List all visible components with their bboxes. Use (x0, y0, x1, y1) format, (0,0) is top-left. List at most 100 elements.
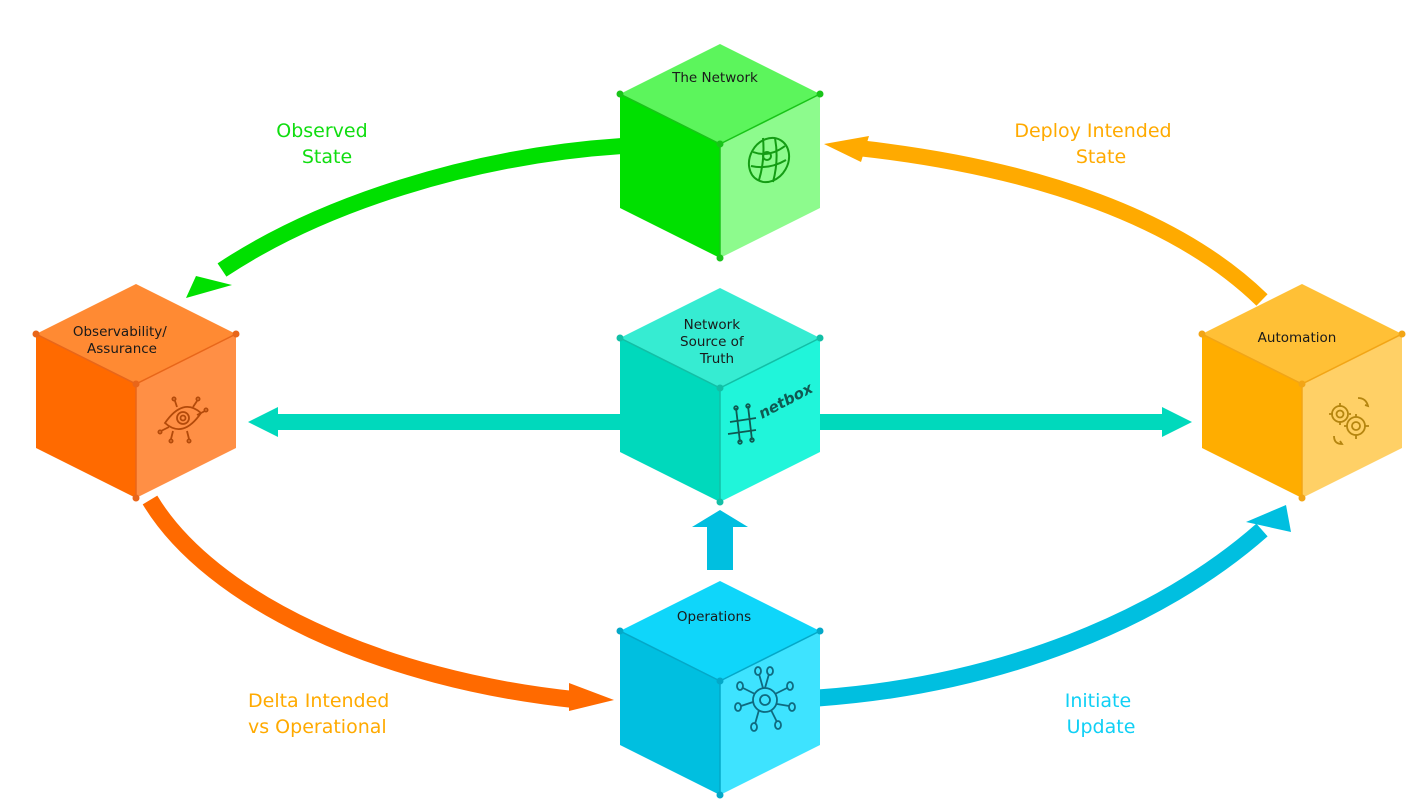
label-line: vs Operational (248, 716, 387, 738)
edge-label-delta-intended-vs-operational: Delta Intended vs Operational (248, 690, 395, 738)
cube-the-network[interactable] (616, 44, 824, 262)
label-line: Observability/ (73, 324, 167, 340)
label-line: Initiate (1065, 690, 1131, 712)
cube-corner-dot (716, 498, 724, 506)
arrow-initiate-update (817, 505, 1291, 707)
cube-corner-dot (32, 330, 40, 338)
cube-face-left (36, 334, 136, 498)
arrow-observed-state-shaft (217, 138, 623, 277)
arrow-delta-head (569, 683, 614, 711)
gears-cycle-icon (1329, 397, 1370, 445)
arrow-ops-nsot-shaft (707, 526, 733, 570)
cube-corner-dot (816, 334, 824, 342)
cube-edge (719, 630, 821, 682)
label-line: Network (684, 317, 741, 333)
cube-edge (135, 333, 237, 385)
cube-edge (619, 630, 721, 682)
cube-edge (35, 333, 137, 385)
cube-face-right (720, 338, 820, 502)
arrow-nsot-auto-shaft (818, 414, 1164, 430)
cube-edge (619, 93, 721, 145)
cube-observability-assurance[interactable] (32, 284, 240, 502)
cube-face-left (1202, 334, 1302, 498)
label-line: State (1076, 146, 1126, 168)
cube-corner-dot (132, 380, 140, 388)
cube-face-right (720, 94, 820, 258)
circuit-eye-icon (157, 396, 209, 444)
globe-mesh-icon (747, 136, 791, 184)
arrow-observed-state (186, 138, 623, 298)
arrow-nsot-obs-shaft (276, 414, 622, 430)
label-network-source-of-truth: Network Source of Truth (680, 317, 748, 367)
cube-labels-layer: The Network Observability/ Assurance Net… (73, 70, 1336, 625)
cube-operations[interactable] (616, 581, 824, 799)
cube-corner-dot (1298, 380, 1306, 388)
cube-corner-dot (616, 90, 624, 98)
cube-corner-dot (816, 90, 824, 98)
arrow-nsot-to-observability (248, 407, 622, 437)
label-the-network: The Network (671, 70, 758, 86)
arrow-initiate-update-shaft (817, 523, 1268, 707)
edge-label-observed-state: Observed State (276, 120, 373, 168)
cubes-layer: netbox (32, 44, 1406, 799)
cube-corner-dot (716, 254, 724, 262)
label-line: Delta Intended (248, 690, 389, 712)
cube-face-right (1302, 334, 1402, 498)
label-observability-assurance: Observability/ Assurance (73, 324, 171, 357)
cube-corner-dot (716, 791, 724, 799)
arrow-nsot-auto-head (1162, 407, 1192, 437)
label-line: State (302, 146, 352, 168)
label-operations: Operations (677, 609, 751, 625)
arrow-delta-intended-vs-operational (142, 495, 614, 711)
cube-edge (619, 337, 721, 389)
cube-edge (719, 93, 821, 145)
arrow-operations-to-nsot (692, 510, 748, 570)
cube-edge (719, 337, 821, 389)
cube-corner-dot (716, 140, 724, 148)
label-line: Automation (1258, 330, 1337, 346)
label-automation: Automation (1258, 330, 1337, 346)
cube-face-right (136, 334, 236, 498)
cube-edge (1301, 333, 1403, 385)
cube-corner-dot (616, 334, 624, 342)
cube-network-source-of-truth[interactable]: netbox (616, 288, 824, 506)
arrows-layer (142, 136, 1291, 711)
cube-corner-dot (716, 384, 724, 392)
cube-corner-dot (1398, 330, 1406, 338)
label-line: The Network (671, 70, 758, 86)
label-line: Assurance (87, 341, 157, 357)
cube-corner-dot (716, 677, 724, 685)
cube-face-left (620, 631, 720, 795)
arrow-ops-nsot-head (692, 510, 748, 527)
cube-edge (1201, 333, 1303, 385)
cube-corner-dot (132, 494, 140, 502)
arrow-observed-state-head (186, 276, 232, 298)
label-line: Deploy Intended (1014, 120, 1171, 142)
arrow-nsot-to-automation (818, 407, 1192, 437)
cube-automation[interactable] (1198, 284, 1406, 502)
edge-labels-layer: Observed State Deploy Intended State Del… (248, 120, 1177, 738)
label-line: Update (1067, 716, 1136, 738)
arrow-initiate-update-head (1246, 505, 1291, 532)
cube-corner-dot (816, 627, 824, 635)
cube-corner-dot (1198, 330, 1206, 338)
edge-label-initiate-update: Initiate Update (1065, 690, 1137, 738)
arrow-deploy-intended-state-shaft (857, 140, 1268, 306)
cube-corner-dot (1298, 494, 1306, 502)
arrow-delta-shaft (142, 495, 579, 709)
cube-face-right (720, 631, 820, 795)
cube-corner-dot (616, 627, 624, 635)
gear-network-icon (734, 666, 796, 732)
arrow-nsot-obs-head (248, 407, 278, 437)
cube-face-left (620, 94, 720, 258)
cube-corner-dot (232, 330, 240, 338)
edge-label-deploy-intended-state: Deploy Intended State (1014, 120, 1177, 168)
arrow-deploy-intended-state (824, 136, 1268, 306)
cube-face-left (620, 338, 720, 502)
label-line: Operations (677, 609, 751, 625)
label-line: Truth (699, 351, 734, 367)
label-line: Source of (680, 334, 745, 350)
arrow-deploy-intended-state-head (824, 136, 869, 162)
label-line: Observed (276, 120, 367, 142)
